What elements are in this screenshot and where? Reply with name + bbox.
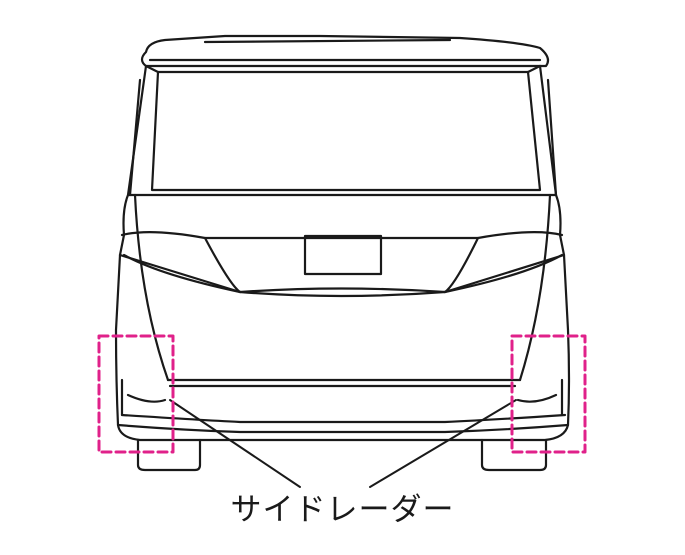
sensor-zone-left [97, 334, 175, 454]
tire-left [136, 438, 202, 472]
body-outline [114, 64, 571, 442]
license-plate-recess [303, 234, 383, 276]
garnish-lower [238, 290, 447, 298]
bumper-upper [120, 413, 567, 424]
right-fender-line [518, 193, 552, 382]
bumper-lower [116, 423, 570, 434]
roof-spoiler [140, 34, 550, 68]
garnish-shadow [238, 287, 447, 294]
bumper-reflector-right [516, 378, 564, 417]
side-radar-label: サイドレーダー [230, 492, 455, 528]
left-body-line [122, 253, 242, 294]
tire-right [480, 438, 548, 472]
leader-line-right [369, 399, 517, 488]
right-body-line [443, 253, 564, 294]
window-pillar-right [526, 64, 558, 197]
left-fender-line [133, 193, 170, 382]
leader-line-left [169, 399, 301, 488]
roof-spoiler-accent [203, 38, 452, 44]
window-pillar-left [128, 64, 160, 197]
rear-window [150, 70, 542, 192]
sensor-zone-right [510, 334, 587, 454]
bumper-reflector-left [120, 378, 167, 417]
